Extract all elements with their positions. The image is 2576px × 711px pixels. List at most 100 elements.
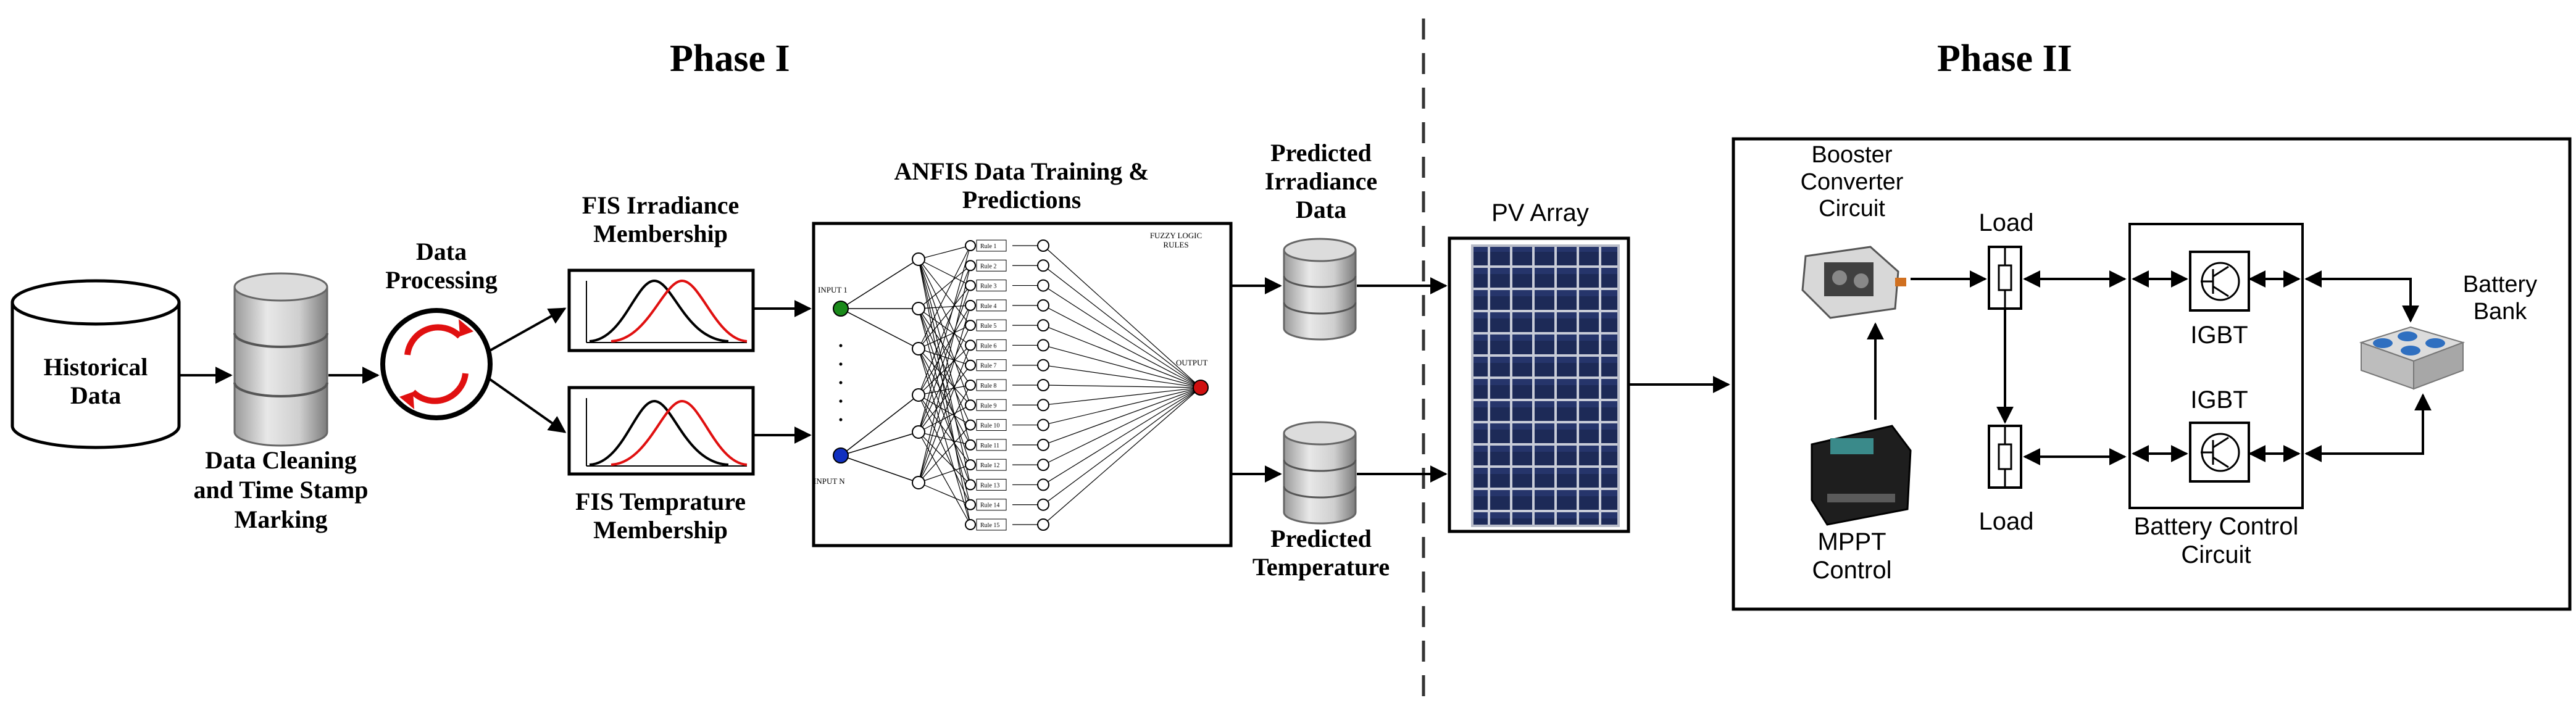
anfis-link [918, 265, 971, 483]
anfis-rule-box [976, 299, 1007, 312]
anfis-norm-node [1037, 359, 1049, 372]
data-cleaning-database-icon [233, 272, 328, 447]
anfis-link [918, 259, 971, 446]
fis-temperature-line-1: FIS Temprature [575, 488, 746, 515]
anfis-mf-node [912, 342, 925, 356]
predicted-irradiance-line-3: Data [1295, 196, 1347, 223]
anfis-link [918, 265, 971, 309]
anfis-rule-label: Rule 6 [980, 343, 996, 349]
anfis-link [1043, 245, 1201, 388]
anfis-link [1043, 387, 1201, 426]
booster-label: Booster Converter Circuit [1778, 142, 1926, 223]
anfis-link [918, 404, 971, 433]
anfis-rule-node [965, 519, 976, 530]
anfis-mf-node [912, 425, 925, 439]
anfis-norm-node [1037, 319, 1049, 332]
anfis-rule-node [965, 359, 976, 371]
anfis-link [918, 285, 971, 349]
data-processing-line-2: Processing [385, 266, 498, 294]
anfis-norm-node [1037, 339, 1049, 352]
anfis-link [1043, 387, 1201, 485]
anfis-line-2: Predictions [962, 186, 1082, 214]
phase2-title: Phase II [1937, 38, 2072, 80]
data-cleaning-line-1: Data Cleaning [205, 446, 357, 474]
anfis-link [918, 482, 971, 505]
anfis-link [1043, 325, 1201, 388]
anfis-ellipsis-dot [839, 399, 843, 403]
anfis-link [1043, 385, 1201, 388]
anfis-link [918, 348, 971, 525]
battery-bank-icon [2359, 326, 2466, 390]
anfis-norm-node [1037, 478, 1049, 491]
anfis-rules-header-2: RULES [1163, 240, 1188, 249]
fis-temperature-line-2: Membership [593, 516, 728, 544]
anfis-rule-box [976, 239, 1007, 252]
anfis-rule-node [965, 260, 976, 272]
anfis-input-1-node [833, 301, 849, 317]
anfis-line-1: ANFIS Data Training & [894, 157, 1149, 185]
anfis-rule-box [976, 518, 1007, 531]
anfis-rule-box [976, 439, 1007, 451]
anfis-link [918, 259, 971, 405]
anfis-link [918, 431, 971, 446]
anfis-link [918, 259, 971, 365]
anfis-norm-node [1037, 438, 1049, 451]
anfis-rule-label: Rule 8 [980, 383, 996, 389]
anfis-rule-label: Rule 3 [980, 283, 996, 290]
anfis-link [1043, 365, 1201, 388]
anfis-rule-box [976, 280, 1007, 292]
booster-line-3: Circuit [1819, 196, 1885, 222]
anfis-norm-node [1037, 418, 1049, 431]
pv-panel-icon [1471, 244, 1620, 527]
anfis-link [918, 305, 971, 396]
anfis-rule-label: Rule 7 [980, 363, 996, 370]
phase1-connectors [180, 277, 1730, 483]
anfis-ellipsis-dot [839, 381, 843, 385]
phase1-title: Phase I [670, 38, 790, 80]
phase2-connectors [1867, 270, 2432, 465]
anfis-rule-node [965, 479, 976, 491]
anfis-rule-label: Rule 15 [980, 522, 999, 529]
battery-control-label: Battery Control Circuit [2096, 512, 2336, 569]
load-bottom-label: Load [1978, 508, 2034, 535]
data-processing-label: Data Processing [370, 238, 512, 294]
historical-data-line-1: Historical [43, 353, 148, 381]
anfis-link [918, 245, 971, 260]
predicted-temperature-line-2: Temperature [1252, 553, 1390, 581]
anfis-rule-label: Rule 4 [980, 303, 996, 310]
historical-data-label: Historical Data [26, 353, 165, 410]
anfis-rule-label: Rule 14 [980, 502, 999, 509]
anfis-link [1043, 387, 1201, 525]
load-resistor-bottom [1988, 425, 2022, 489]
anfis-rule-node [965, 380, 976, 391]
anfis-link [918, 431, 971, 485]
anfis-rule-box [976, 359, 1007, 372]
fis-temperature-plot [567, 386, 755, 476]
anfis-rule-label: Rule 1 [980, 243, 996, 250]
anfis-link [918, 305, 971, 483]
fis-temperature-label: FIS Temprature Membership [549, 488, 772, 544]
igbt-top-icon [2189, 251, 2250, 312]
anfis-rule-node [965, 240, 976, 251]
anfis-rule-node [965, 419, 976, 431]
battery-control-line-1: Battery Control [2133, 513, 2299, 540]
anfis-link [918, 308, 971, 505]
anfis-link [918, 365, 971, 433]
anfis-link [1043, 387, 1201, 405]
anfis-norm-node [1037, 399, 1049, 412]
anfis-rule-node [965, 439, 976, 451]
data-processing-refresh-icon [380, 308, 493, 420]
anfis-link [918, 259, 971, 485]
anfis-rule-label: Rule 11 [980, 443, 999, 449]
mppt-controller-icon [1811, 425, 1912, 526]
anfis-link [918, 348, 971, 405]
anfis-norm-node [1037, 518, 1049, 531]
battery-control-box [2128, 223, 2304, 509]
anfis-ellipsis-dot [839, 344, 843, 347]
anfis-input-n-label: INPUT N [814, 476, 845, 486]
anfis-link [918, 385, 971, 396]
anfis-link [918, 325, 971, 349]
mppt-line-1: MPPT [1817, 528, 1886, 555]
anfis-rule-label: Rule 9 [980, 402, 996, 409]
